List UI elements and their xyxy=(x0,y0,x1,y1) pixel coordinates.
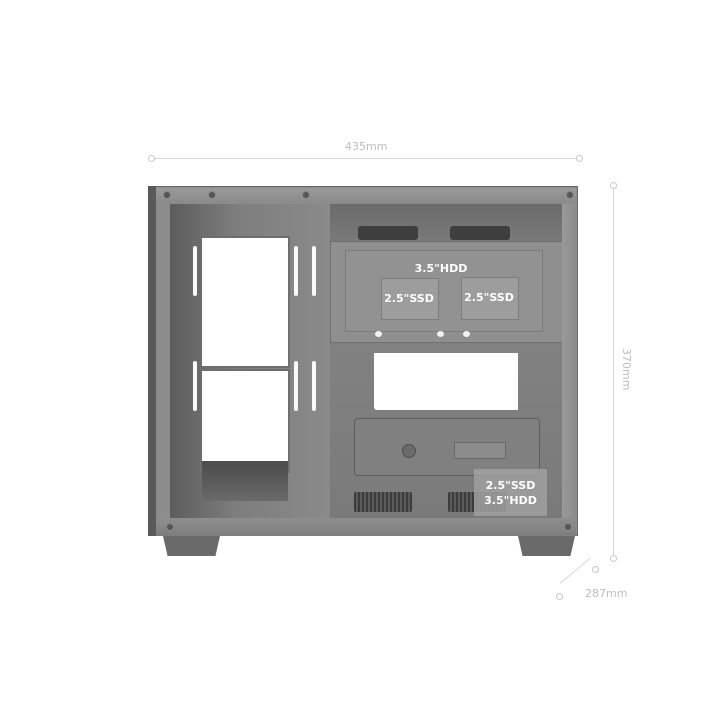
front-fan-floor xyxy=(202,461,288,501)
screw-icon xyxy=(566,191,574,199)
vent-slot xyxy=(312,361,316,411)
height-dimension-label: 370mm xyxy=(620,348,633,391)
vent-slot xyxy=(294,361,298,411)
pc-case: 3.5"HDD 2.5"SSD 2.5"SSD 2.5"SSD 3.5"HDD xyxy=(148,186,578,536)
case-bottom-rail xyxy=(156,518,576,536)
bottom-bay-hdd-label: 3.5"HDD xyxy=(484,494,537,507)
mount-hole xyxy=(375,331,382,337)
depth-start-endcap-icon xyxy=(556,593,563,600)
case-front-edge xyxy=(148,186,156,536)
top-vent-left xyxy=(358,226,418,240)
ssd-right-label: 2.5"SSD xyxy=(464,291,514,304)
vent-slot xyxy=(312,246,316,296)
front-fan-opening-bottom xyxy=(200,369,290,473)
width-dimension-label: 435mm xyxy=(345,140,388,153)
mount-hole xyxy=(437,331,444,337)
width-right-endcap-icon xyxy=(576,155,583,162)
cable-cutout xyxy=(454,442,506,459)
hdd-label: 3.5"HDD xyxy=(414,262,468,275)
screw-icon xyxy=(163,191,171,199)
screw-icon xyxy=(564,523,572,531)
case-top-rail xyxy=(156,188,576,204)
ssd-left-label: 2.5"SSD xyxy=(384,292,434,305)
screw-icon xyxy=(302,191,310,199)
case-foot-rear xyxy=(518,536,575,556)
bottom-bay-label-box xyxy=(474,469,547,516)
vent-slot xyxy=(193,361,197,411)
screw-icon xyxy=(208,191,216,199)
vent-slot xyxy=(294,246,298,296)
drive-bracket: 3.5"HDD 2.5"SSD 2.5"SSD xyxy=(330,241,572,343)
depth-dimension-line xyxy=(559,557,591,584)
depth-end-endcap-icon xyxy=(592,566,599,573)
rear-panel xyxy=(562,204,576,518)
height-top-endcap-icon xyxy=(610,182,617,189)
screw-icon xyxy=(166,523,174,531)
top-vent-right xyxy=(450,226,510,240)
height-bottom-endcap-icon xyxy=(610,555,617,562)
width-left-endcap-icon xyxy=(148,155,155,162)
bottom-bay-ssd-label: 2.5"SSD xyxy=(485,479,536,492)
depth-dimension-label: 287mm xyxy=(585,587,628,600)
motherboard-cutout xyxy=(374,353,518,410)
grommet xyxy=(402,444,416,458)
ssd-left-plate xyxy=(381,278,439,320)
lower-tray-panel xyxy=(354,418,540,476)
ssd-right-plate xyxy=(461,277,519,320)
mount-hole xyxy=(463,331,470,337)
height-dimension-line xyxy=(613,185,614,557)
psu-vent-left xyxy=(354,492,412,512)
front-fan-opening-top xyxy=(200,236,290,368)
case-foot-front xyxy=(163,536,220,556)
width-dimension-line xyxy=(153,158,580,159)
vent-slot xyxy=(193,246,197,296)
